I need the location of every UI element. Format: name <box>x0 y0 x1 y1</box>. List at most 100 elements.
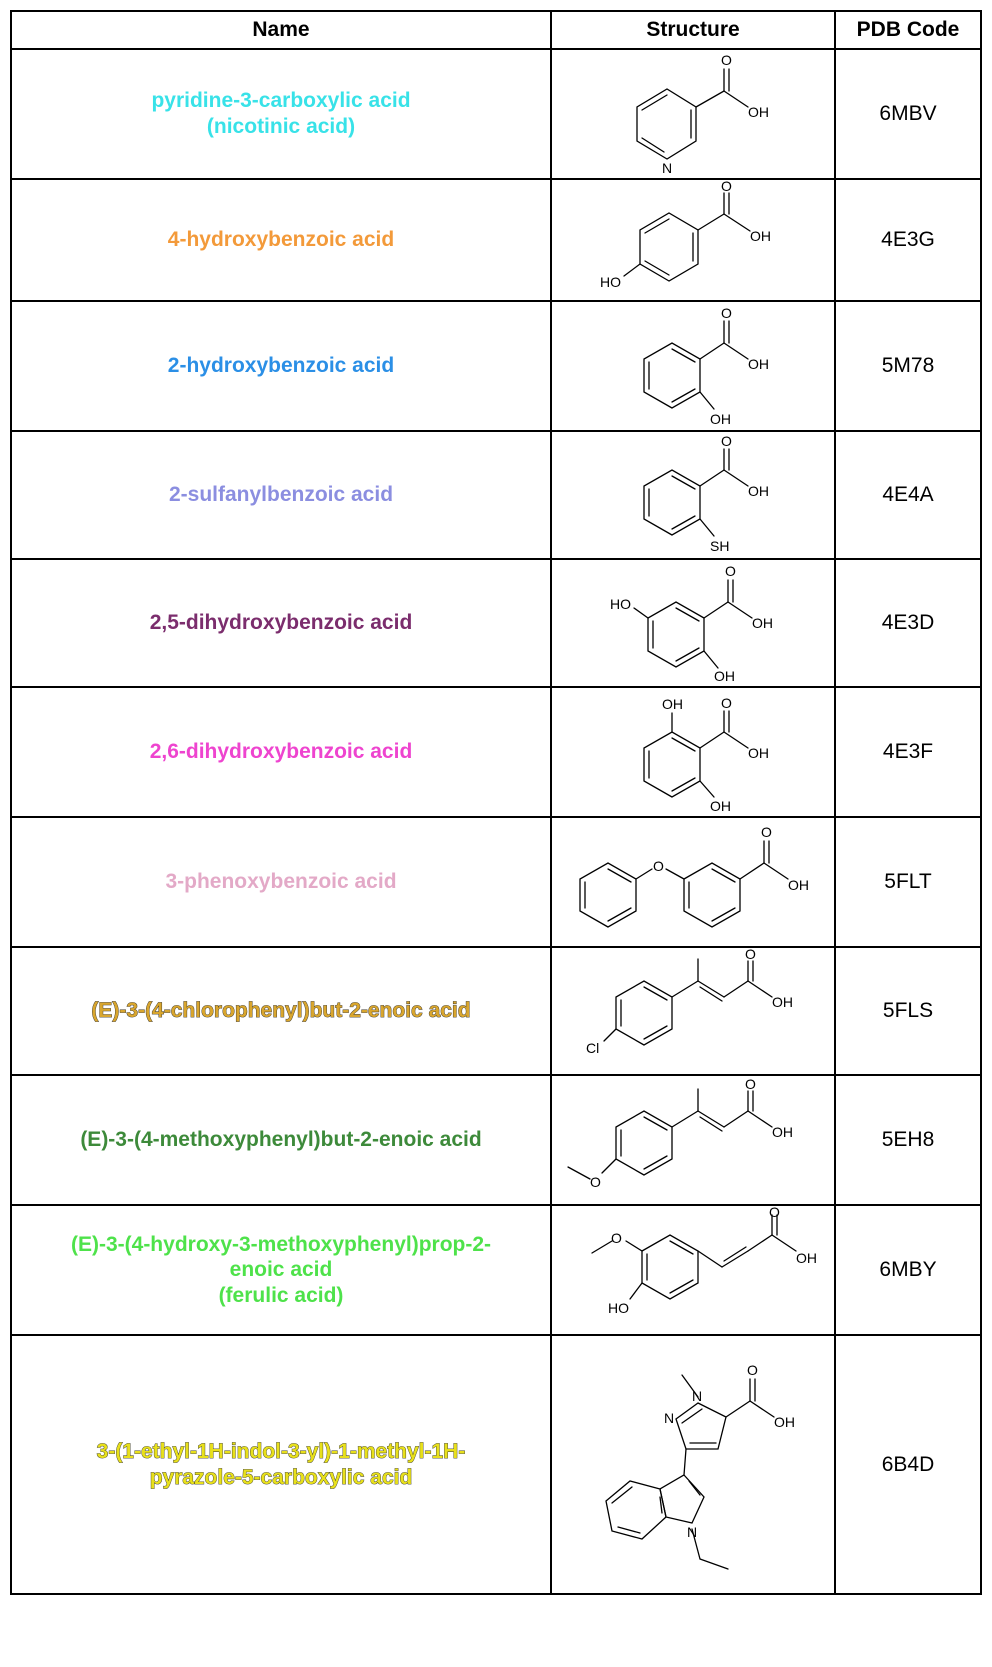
compound-name-line: pyridine-3-carboxylic acid <box>151 89 411 113</box>
atom-label: OH <box>710 411 731 427</box>
structure-cell: O OH N <box>550 48 836 180</box>
pdb-code-cell: 5FLS <box>834 946 982 1076</box>
atom-label: N <box>692 1388 702 1404</box>
structure-cell: O N OH N N <box>550 1334 836 1595</box>
compound-name-cell: 2-hydroxybenzoic acid <box>10 300 552 432</box>
structure-ferulic-acid: O O OH HO <box>591 1207 817 1316</box>
atom-label: OH <box>774 1414 795 1430</box>
atom-label: OH <box>714 668 735 684</box>
compound-name-line: 2,5-dihydroxybenzoic acid <box>149 611 413 635</box>
table-row: 2-hydroxybenzoic acid O OH OH 5M7 <box>10 300 982 432</box>
pdb-code-cell: 5FLT <box>834 816 982 948</box>
structure-indolyl-pyrazole-carboxylic-acid: O N OH N N <box>605 1362 795 1570</box>
atom-label: N <box>662 160 672 176</box>
atom-label: O <box>590 1174 601 1190</box>
atom-label: OH <box>752 615 773 631</box>
compound-name-line: 2,6-dihydroxybenzoic acid <box>149 740 413 764</box>
atom-label: HO <box>600 274 621 290</box>
structure-cell: O OH Cl <box>550 946 836 1076</box>
atom-label: OH <box>796 1250 817 1266</box>
atom-label: O <box>721 695 732 711</box>
atom-label: OH <box>662 696 683 712</box>
compound-name-line: (nicotinic acid) <box>206 115 356 138</box>
pdb-code-cell: 5EH8 <box>834 1074 982 1206</box>
atom-label: O <box>721 181 732 194</box>
atom-label: HO <box>610 596 631 612</box>
structure-4-hydroxybenzoic-acid: O OH HO <box>600 181 771 290</box>
table-row: 4-hydroxybenzoic acid O OH HO 4E3 <box>10 178 982 302</box>
compound-table: Name Structure PDB Code pyridine-3-carbo… <box>10 10 982 1595</box>
table-row: 2,5-dihydroxybenzoic acid HO O OH <box>10 558 982 688</box>
structure-cell: O O OH HO <box>550 1204 836 1336</box>
compound-name-line: 3-phenoxybenzoic acid <box>165 870 397 894</box>
structure-3-phenoxybenzoic-acid: O O OH <box>579 824 809 928</box>
compound-name-cell: 3-(1-ethyl-1H-indol-3-yl)-1-methyl-1H-py… <box>10 1334 552 1595</box>
atom-label: O <box>745 1077 756 1092</box>
pdb-code-cell: 4E3G <box>834 178 982 302</box>
atom-label: O <box>747 1362 758 1378</box>
atom-label: OH <box>710 798 731 814</box>
pdb-code-cell: 6MBV <box>834 48 982 180</box>
structure-4-chlorophenyl-butenoic-acid: O OH Cl <box>586 949 793 1056</box>
structure-cell: O OH O <box>550 1074 836 1206</box>
atom-label: N <box>664 1410 674 1426</box>
atom-label: OH <box>748 745 769 761</box>
structure-cell: O OH OH <box>550 300 836 432</box>
compound-name-line: 3-(1-ethyl-1H-indol-3-yl)-1-methyl-1H- <box>96 1439 466 1463</box>
compound-name-line: (E)-3-(4-hydroxy-3-methoxyphenyl)prop-2- <box>70 1232 492 1256</box>
table-row: 3-(1-ethyl-1H-indol-3-yl)-1-methyl-1H-py… <box>10 1334 982 1595</box>
atom-label: O <box>653 858 664 874</box>
header-row: Name Structure PDB Code <box>10 10 982 50</box>
compound-name-line: (ferulic acid) <box>218 1283 344 1307</box>
compound-name-cell: 2-sulfanylbenzoic acid <box>10 430 552 560</box>
atom-label: O <box>769 1207 780 1220</box>
structure-2-sulfanylbenzoic-acid: O OH SH <box>643 433 769 554</box>
pdb-code-cell: 4E3D <box>834 558 982 688</box>
atom-label: Cl <box>586 1040 599 1056</box>
atom-label: OH <box>748 356 769 372</box>
atom-label: O <box>725 563 736 579</box>
atom-label: OH <box>748 483 769 499</box>
pdb-code-cell: 4E3F <box>834 686 982 818</box>
compound-name-cell: 3-phenoxybenzoic acid <box>10 816 552 948</box>
table-row: (E)-3-(4-chlorophenyl)but-2-enoic acid <box>10 946 982 1076</box>
atom-label: OH <box>750 228 771 244</box>
atom-label: SH <box>710 538 729 554</box>
compound-name-cell: 2,6-dihydroxybenzoic acid <box>10 686 552 818</box>
compound-name-cell: (E)-3-(4-hydroxy-3-methoxyphenyl)prop-2-… <box>10 1204 552 1336</box>
structure-cell: OH O OH OH <box>550 686 836 818</box>
header-pdb-code: PDB Code <box>834 10 982 50</box>
compound-name-line: 2-hydroxybenzoic acid <box>167 354 395 378</box>
pdb-code-cell: 5M78 <box>834 300 982 432</box>
structure-nicotinic-acid: O OH N <box>636 52 769 176</box>
atom-label: HO <box>608 1300 629 1316</box>
atom-label: O <box>721 52 732 68</box>
compound-name-line: (E)-3-(4-chlorophenyl)but-2-enoic acid <box>91 999 471 1023</box>
atom-label: O <box>721 305 732 321</box>
atom-label: N <box>687 1524 697 1540</box>
structure-2-6-dihydroxybenzoic-acid: OH O OH OH <box>643 695 769 814</box>
table-row: (E)-3-(4-methoxyphenyl)but-2-enoic acid <box>10 1074 982 1206</box>
structure-cell: O OH HO <box>550 178 836 302</box>
atom-label: O <box>745 949 756 962</box>
atom-label: OH <box>748 104 769 120</box>
structure-4-methoxyphenyl-butenoic-acid: O OH O <box>567 1077 793 1190</box>
structure-cell: O OH SH <box>550 430 836 560</box>
compound-name-line: pyrazole-5-carboxylic acid <box>149 1465 413 1489</box>
table-row: (E)-3-(4-hydroxy-3-methoxyphenyl)prop-2-… <box>10 1204 982 1336</box>
structure-2-hydroxybenzoic-acid: O OH OH <box>643 305 769 427</box>
pdb-code-cell: 6B4D <box>834 1334 982 1595</box>
pdb-code-cell: 6MBY <box>834 1204 982 1336</box>
compound-name-cell: (E)-3-(4-methoxyphenyl)but-2-enoic acid <box>10 1074 552 1206</box>
atom-label: O <box>761 824 772 840</box>
table-row: 2-sulfanylbenzoic acid O OH SH 4E <box>10 430 982 560</box>
atom-label: O <box>721 433 732 449</box>
atom-label: O <box>611 1230 622 1246</box>
compound-name-cell: (E)-3-(4-chlorophenyl)but-2-enoic acid <box>10 946 552 1076</box>
compound-name-cell: 2,5-dihydroxybenzoic acid <box>10 558 552 688</box>
atom-label: OH <box>772 994 793 1010</box>
compound-name-line: (E)-3-(4-methoxyphenyl)but-2-enoic acid <box>80 1128 482 1152</box>
compound-name-cell: pyridine-3-carboxylic acid(nicotinic aci… <box>10 48 552 180</box>
atom-label: OH <box>772 1124 793 1140</box>
compound-name-line: 4-hydroxybenzoic acid <box>167 228 395 252</box>
